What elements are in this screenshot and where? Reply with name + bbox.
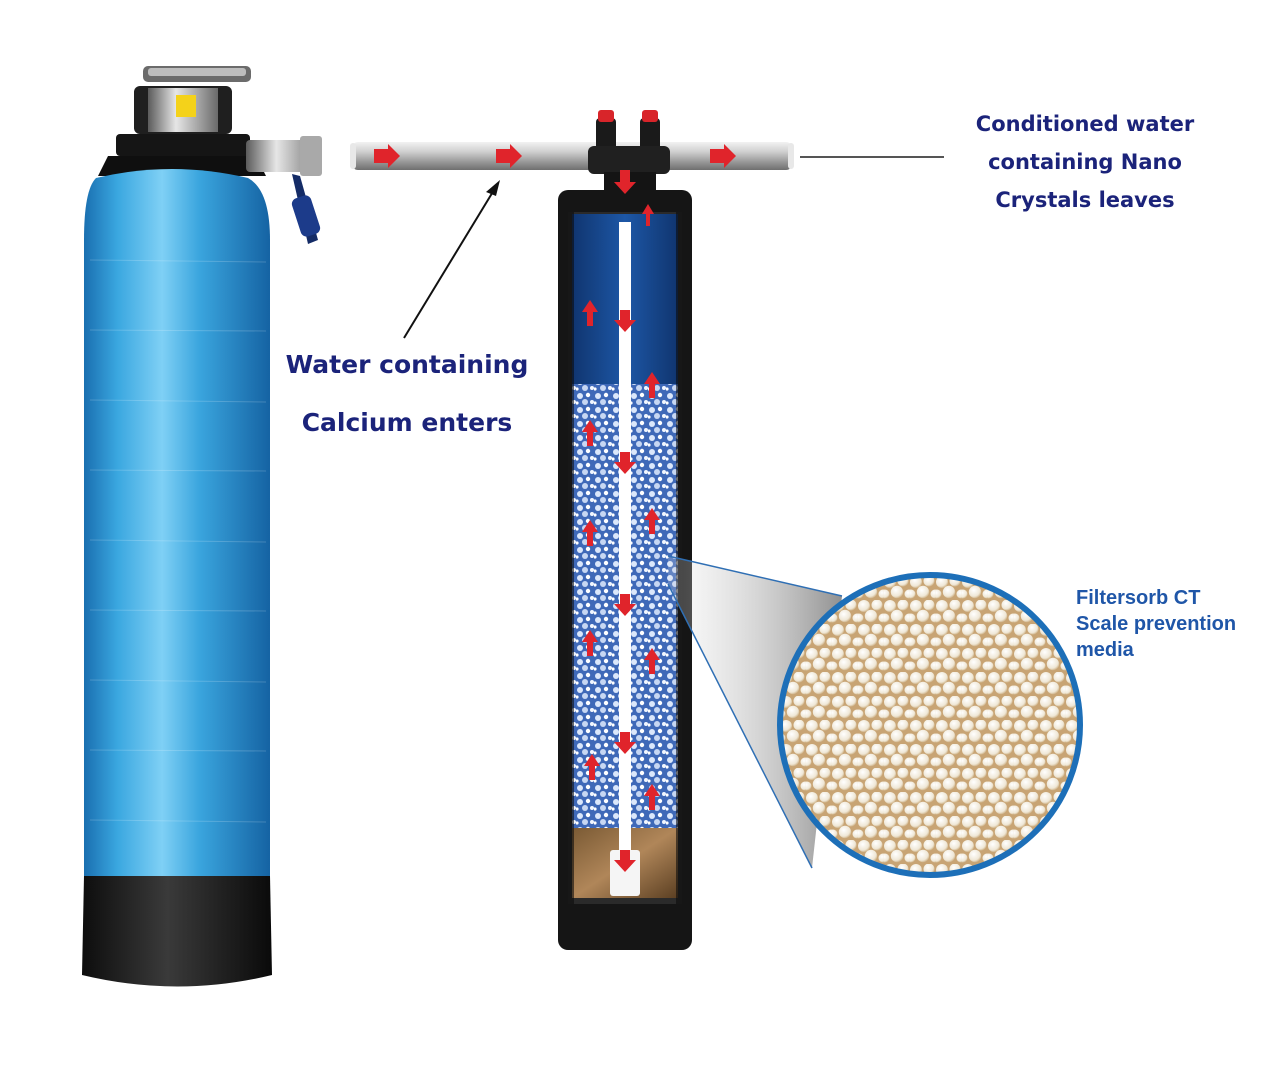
media-label-line: media: [1076, 639, 1134, 661]
flow-arrow-icon: [710, 144, 736, 168]
flow-arrow-icon: [614, 594, 636, 616]
inlet-label: Water containing Calcium enters: [262, 352, 552, 468]
media-label-line: Filtersorb CT: [1076, 587, 1201, 609]
flow-arrow-icon: [582, 520, 598, 546]
filter-column: [558, 110, 692, 950]
flow-arrow-icon: [644, 372, 660, 398]
flow-arrow-icon: [614, 310, 636, 332]
inlet-label-line: Water containing: [285, 350, 529, 379]
flow-arrow-icon: [614, 732, 636, 754]
outlet-label-line: containing Nano: [988, 150, 1182, 174]
magnifier-circle-icon: [667, 555, 1083, 878]
control-valve-icon: [98, 66, 266, 176]
flow-arrow-icon: [614, 850, 636, 872]
flow-arrow-icon: [584, 754, 600, 780]
pipe: [350, 142, 794, 170]
flow-arrow-icon: [644, 508, 660, 534]
flow-arrow-icon: [496, 144, 522, 168]
ball-valve-icon: [246, 136, 322, 244]
pipe-flow-arrows: [374, 144, 736, 168]
flow-arrow-icon: [614, 452, 636, 474]
flow-arrow-icon: [582, 630, 598, 656]
outlet-label-line: Conditioned water: [975, 112, 1195, 136]
outlet-label: Conditioned water containing Nano Crysta…: [930, 114, 1240, 228]
media-label-line: Scale prevention: [1076, 613, 1237, 635]
flow-arrow-icon: [614, 170, 636, 194]
flow-arrow-icon: [582, 420, 598, 446]
flow-arrow-icon: [374, 144, 400, 168]
flow-arrow-icon: [642, 204, 654, 226]
flow-arrow-icon: [644, 784, 660, 810]
inlet-label-line: Calcium enters: [301, 408, 513, 437]
column-flow-arrows: [582, 170, 660, 872]
pressure-tank: [82, 66, 322, 987]
flow-arrow-icon: [582, 300, 598, 326]
pointer-lines: [403, 156, 944, 339]
media-label: Filtersorb CT Scale prevention media: [1076, 588, 1236, 666]
flow-arrow-icon: [644, 648, 660, 674]
outlet-label-line: Crystals leaves: [995, 188, 1175, 212]
